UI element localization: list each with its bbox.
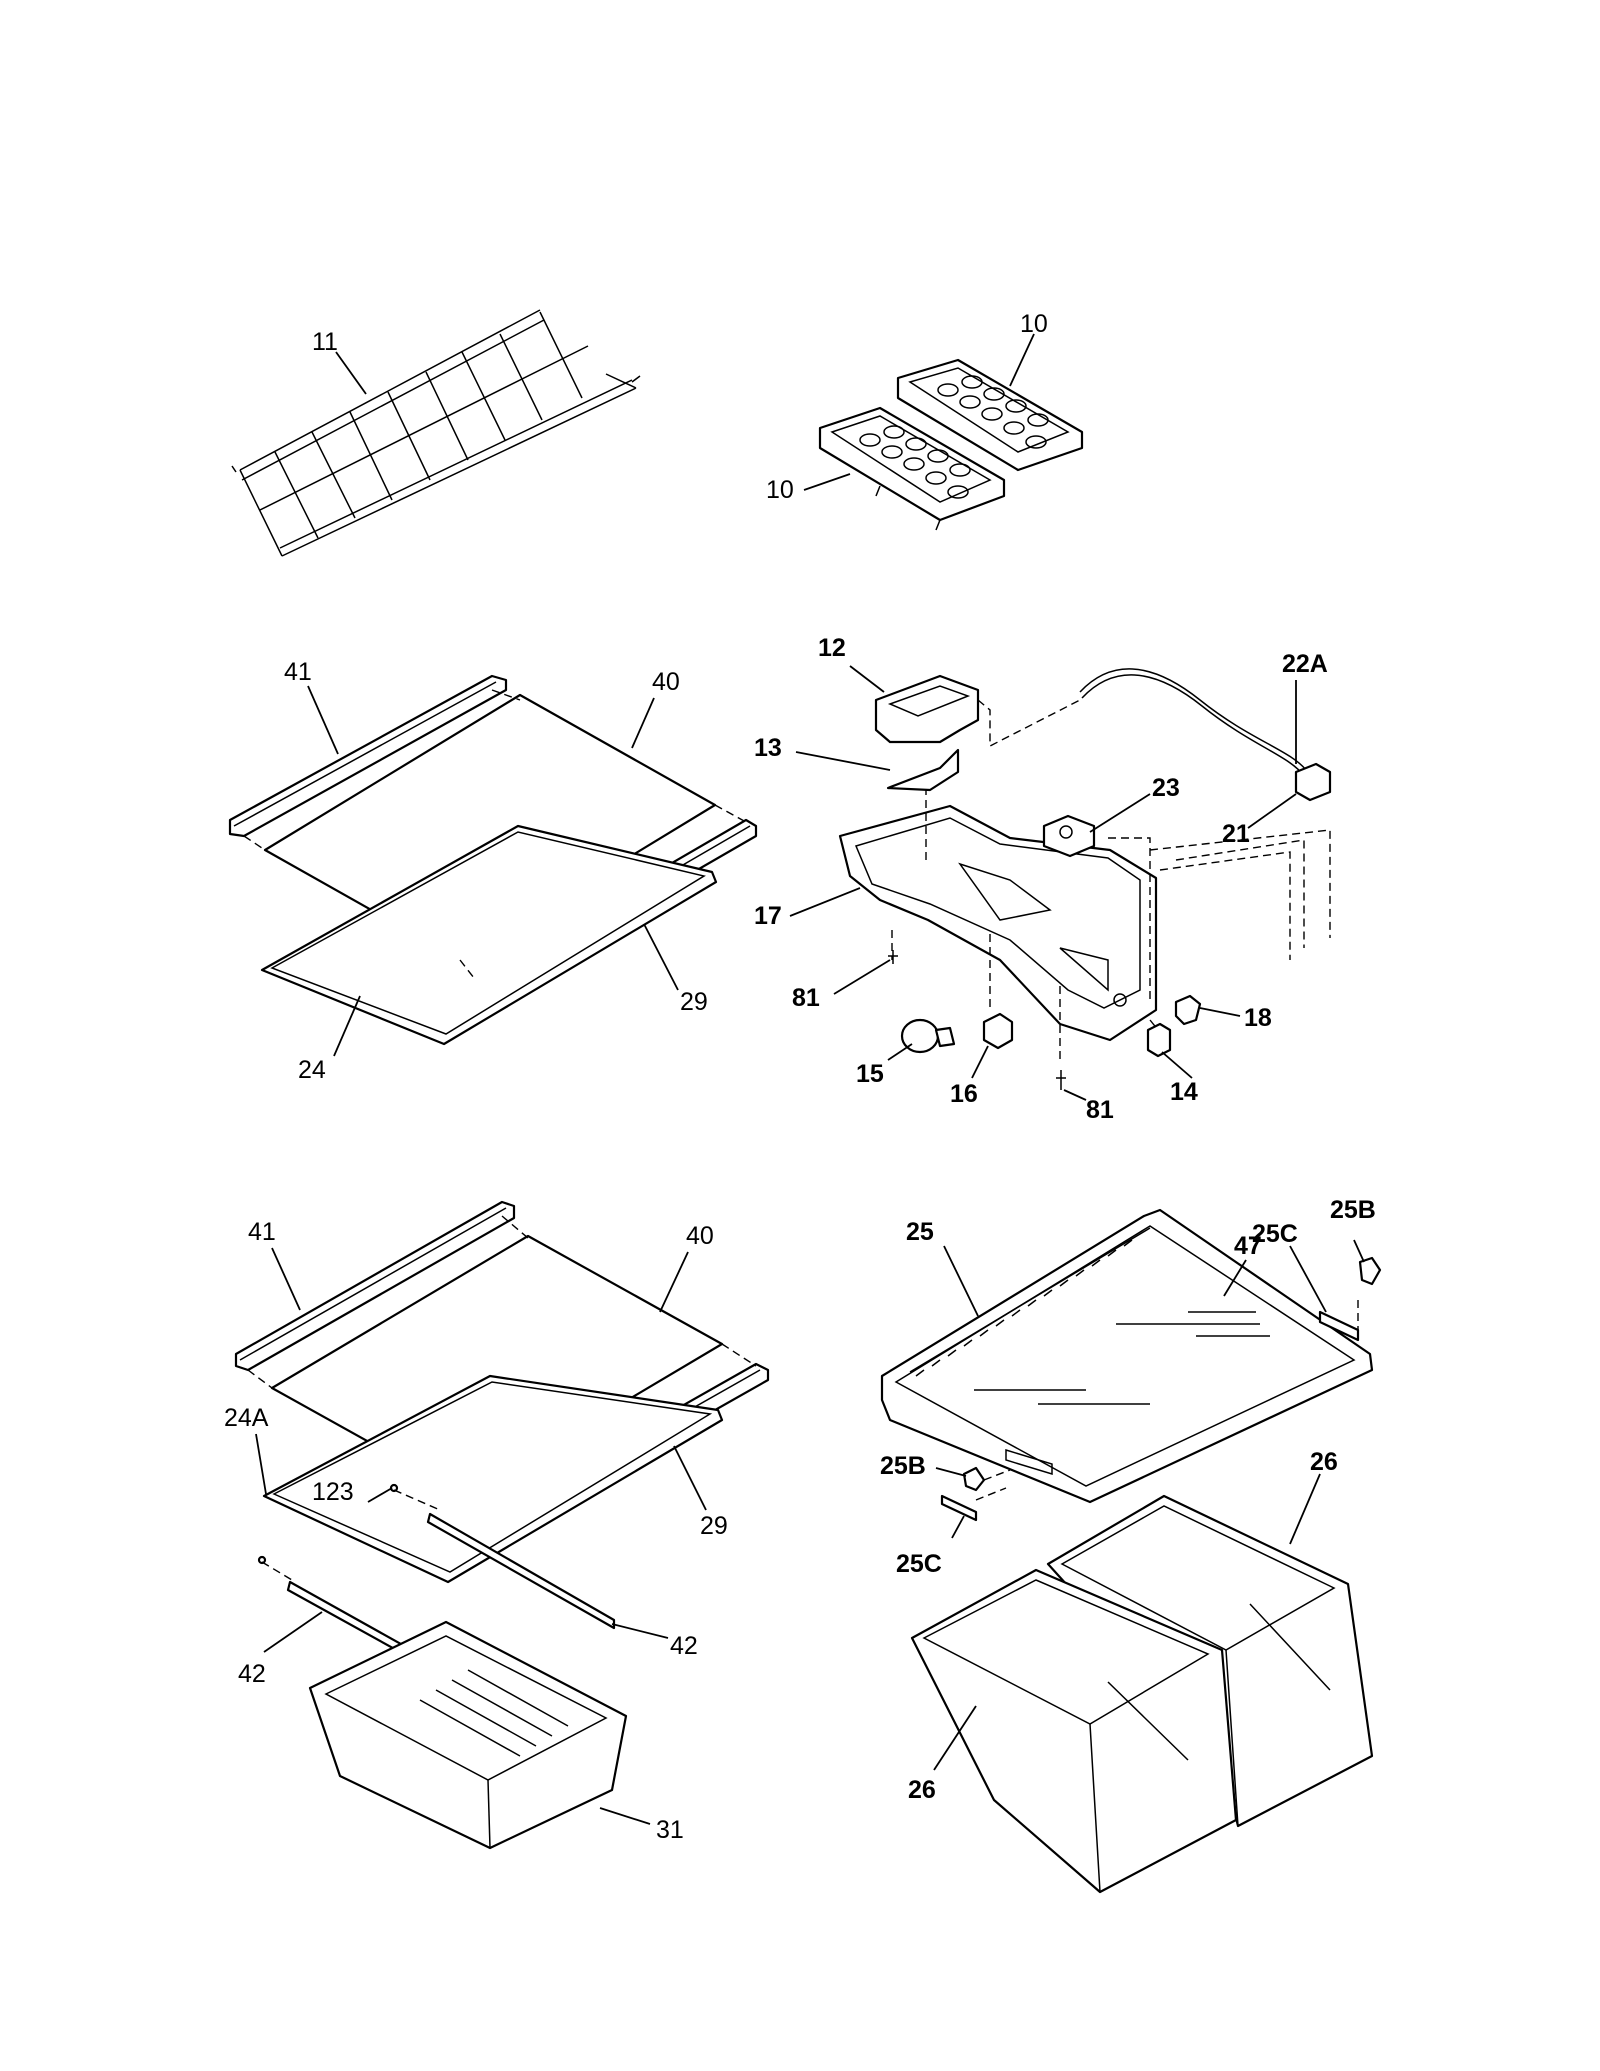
callout-41-lower: 41 [248, 1218, 276, 1246]
upper-shelf-assembly [228, 674, 758, 1046]
light-bulb [900, 1018, 956, 1054]
callout-29-lower: 29 [700, 1512, 728, 1540]
lower-frame [262, 1374, 724, 1584]
cam-right [1358, 1256, 1382, 1286]
callout-40-upper: 40 [652, 668, 680, 696]
control-wire [1079, 668, 1307, 771]
callout-24a: 24A [224, 1404, 269, 1432]
callout-29-upper: 29 [680, 988, 708, 1016]
wire-shelf [231, 309, 641, 557]
lower-shelf-assembly [234, 1200, 770, 1850]
callout-10-bottom: 10 [766, 476, 794, 504]
callout-24: 24 [298, 1056, 326, 1084]
callout-31: 31 [656, 1816, 684, 1844]
callout-81-bottom: 81 [1086, 1096, 1114, 1124]
callout-22a: 22A [1282, 650, 1328, 678]
callout-25c-right: 25C [1252, 1220, 1298, 1248]
connector [1294, 762, 1332, 802]
lamp-socket [982, 1012, 1014, 1050]
screw-left [888, 950, 898, 964]
callout-16: 16 [950, 1080, 978, 1108]
control-assembly [838, 668, 1332, 1090]
leader-lines [255, 333, 1365, 1825]
callout-81-left: 81 [792, 984, 820, 1012]
callout-21: 21 [1222, 820, 1250, 848]
control-housing [838, 804, 1158, 1042]
callout-23: 23 [1152, 774, 1180, 802]
rail-right [426, 1512, 616, 1630]
crisper-cover [880, 1208, 1374, 1504]
callout-17: 17 [754, 902, 782, 930]
crisper-assembly [880, 1208, 1382, 1894]
crisper-left [910, 1568, 1238, 1894]
callout-25b-left: 25B [880, 1452, 926, 1480]
callout-123: 123 [312, 1478, 354, 1506]
support-left [940, 1494, 978, 1522]
callout-labels: 11 10 10 41 40 29 24 12 13 17 81 15 16 8… [224, 310, 1376, 1844]
ice-tray-lower [818, 406, 1006, 531]
callout-25b-right: 25B [1330, 1196, 1376, 1224]
rail-screw-b [257, 1555, 267, 1565]
crisper-glass-lines [974, 1311, 1270, 1405]
callout-26-left: 26 [908, 1776, 936, 1804]
pan [308, 1620, 628, 1850]
support-right [1318, 1310, 1360, 1342]
callout-12: 12 [818, 634, 846, 662]
callout-11: 11 [312, 328, 338, 356]
callout-10-top: 10 [1020, 310, 1048, 338]
upper-trim-front [228, 674, 508, 838]
callout-25: 25 [906, 1218, 934, 1246]
thermostat [1042, 814, 1096, 858]
callout-18: 18 [1244, 1004, 1272, 1032]
light-switch [1146, 1022, 1172, 1058]
callout-25c-left: 25C [896, 1550, 942, 1578]
callout-14: 14 [1170, 1078, 1198, 1106]
ice-tray-upper [896, 358, 1084, 472]
callout-41-upper: 41 [284, 658, 312, 686]
callout-47: 47 [1234, 1232, 1262, 1260]
callout-26-right: 26 [1310, 1448, 1338, 1476]
cam-left [962, 1466, 986, 1492]
screw-bottom [1056, 1070, 1066, 1090]
callout-15: 15 [856, 1060, 884, 1088]
knob [1174, 994, 1202, 1026]
callout-42-right: 42 [670, 1632, 698, 1660]
damper [886, 748, 960, 792]
callout-40-lower: 40 [686, 1222, 714, 1250]
callout-13: 13 [754, 734, 782, 762]
callout-42-left: 42 [238, 1660, 266, 1688]
light-shield [874, 674, 980, 744]
upper-frame [260, 824, 718, 1046]
